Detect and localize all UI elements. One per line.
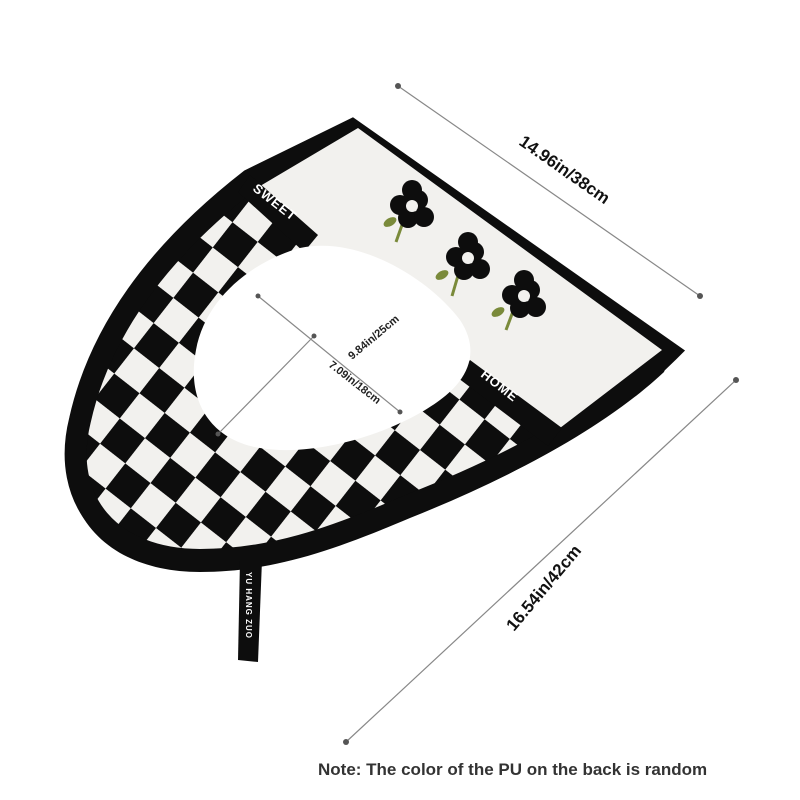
length-label: 16.54in/42cm [503,541,586,634]
width-label: 14.96in/38cm [516,132,614,208]
cover-white-panel [245,128,662,428]
seat-opening [193,245,471,451]
flower-3 [491,270,546,331]
band-right [458,360,562,446]
band-left [238,175,318,252]
flower-2 [435,232,490,297]
tag-text: YU HANG ZUO [244,572,253,639]
hanging-tag [238,560,262,662]
toilet-seat-cover: SWEET HOME YU HANG ZUO [64,117,686,662]
flower-1 [383,180,434,243]
cover-outer-border [64,117,686,572]
note-text: Note: The color of the PU on the back is… [318,760,708,779]
